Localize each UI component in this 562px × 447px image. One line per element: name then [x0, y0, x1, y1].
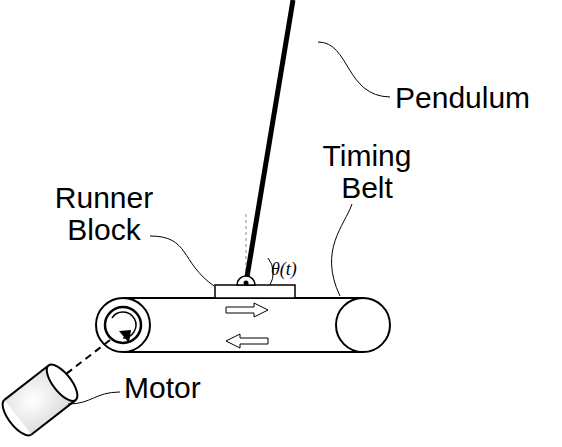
part-label: Runner Block	[38, 182, 170, 247]
idler-pulley	[336, 298, 390, 352]
pivot-pin	[244, 281, 249, 286]
belt-arrow-left	[226, 334, 268, 348]
runner-leader	[150, 236, 214, 286]
belt-bottom	[123, 351, 363, 353]
pivot	[237, 276, 255, 285]
angle-label: θ(t)	[271, 260, 297, 279]
motor-shaft	[66, 340, 110, 374]
part-label: Timing Belt	[312, 140, 422, 205]
pendulum-rod	[246, 0, 293, 283]
part-label: Motor	[124, 372, 201, 404]
belt-leader	[332, 204, 352, 296]
pulley-hub	[105, 307, 141, 343]
part-label: Pendulum	[395, 82, 530, 114]
rotation-arrowhead	[119, 330, 131, 343]
pendulum-leader	[318, 42, 390, 97]
belt-arrow-right	[226, 303, 268, 317]
drive-pulley	[96, 298, 150, 352]
motor-body	[0, 360, 83, 440]
motor-leader	[68, 392, 120, 404]
runner-block	[215, 285, 295, 298]
